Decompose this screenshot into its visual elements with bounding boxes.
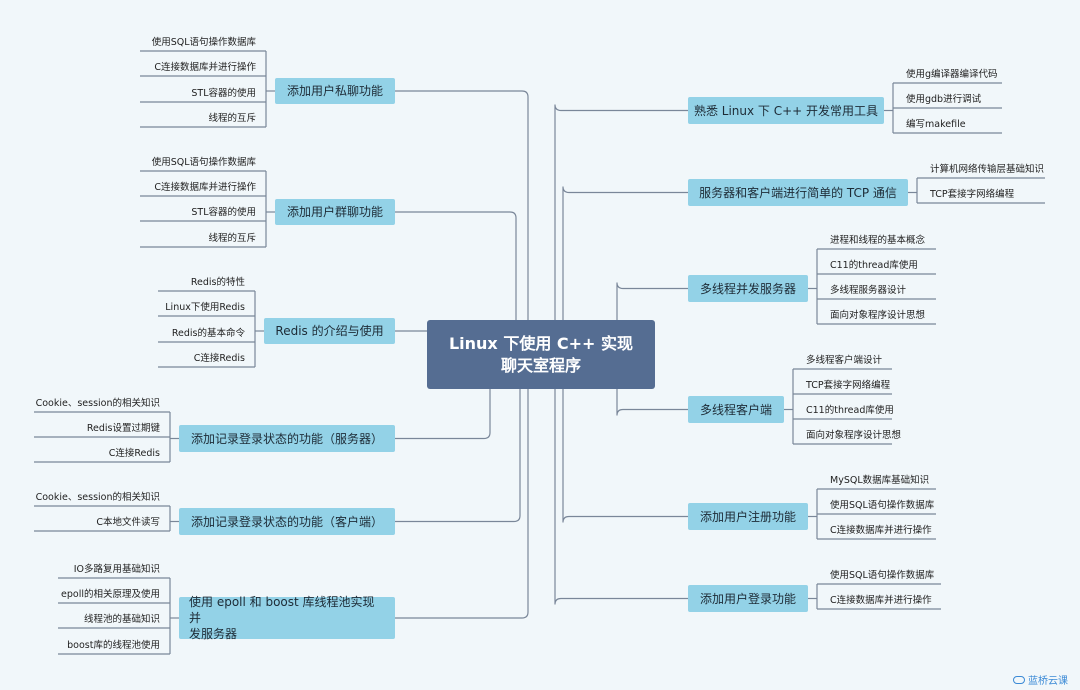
right-topic-5-leaf-0: 使用SQL语句操作数据库 bbox=[830, 570, 935, 581]
left-topic-5[interactable]: 使用 epoll 和 boost 库线程池实现并发服务器 bbox=[179, 595, 395, 641]
right-topic-0-leaf-2: 编写makefile bbox=[906, 119, 966, 130]
left-topic-2-leaf-2: Redis的基本命令 bbox=[171, 328, 245, 339]
root-title-line-1: Linux 下使用 C++ 实现 bbox=[448, 333, 634, 353]
left-topic-1-leaf-1: C连接数据库并进行操作 bbox=[154, 182, 256, 193]
right-topic-2-leaf-0: 进程和线程的基本概念 bbox=[830, 235, 926, 246]
right-topic-5[interactable]: 添加用户登录功能 bbox=[688, 585, 808, 612]
right-topic-2[interactable]: 多线程并发服务器 bbox=[688, 275, 808, 302]
left-topic-5-connector bbox=[395, 383, 529, 619]
left-topic-0-leaf-2: STL容器的使用 bbox=[191, 88, 256, 99]
right-topic-0-label: 熟悉 Linux 下 C++ 开发常用工具 bbox=[693, 103, 879, 118]
left-topic-1-leaf-0: 使用SQL语句操作数据库 bbox=[151, 157, 256, 168]
right-topic-1-leaf-1: TCP套接字网络编程 bbox=[930, 189, 1015, 200]
left-topic-3-leaf-0: Cookie、session的相关知识 bbox=[35, 398, 160, 409]
left-topic-4-connector bbox=[395, 372, 521, 523]
right-topic-3[interactable]: 多线程客户端 bbox=[688, 396, 784, 423]
left-topic-5-leaf-3: boost库的线程池使用 bbox=[67, 640, 160, 651]
left-topic-5-label-line-1: 发服务器 bbox=[189, 627, 238, 641]
right-topic-4-leaf-2: C连接数据库并进行操作 bbox=[830, 525, 932, 536]
right-topic-3-leaf-1: TCP套接字网络编程 bbox=[806, 380, 891, 391]
left-topic-1-label: 添加用户群聊功能 bbox=[286, 205, 383, 219]
right-topic-2-leaf-3: 面向对象程序设计思想 bbox=[830, 310, 926, 321]
right-topic-5-leaf-1: C连接数据库并进行操作 bbox=[830, 595, 932, 606]
left-topic-1-leaf-2: STL容器的使用 bbox=[191, 207, 256, 218]
right-topic-5-connector bbox=[554, 382, 688, 605]
left-topic-3-leaf-1: Redis设置过期键 bbox=[86, 423, 160, 434]
left-topic-0[interactable]: 添加用户私聊功能 bbox=[275, 78, 395, 104]
right-topic-3-leaf-0: 多线程客户端设计 bbox=[806, 355, 883, 366]
left-topic-4-leaf-0: Cookie、session的相关知识 bbox=[35, 492, 160, 503]
right-topic-4-leaf-1: 使用SQL语句操作数据库 bbox=[830, 500, 935, 511]
right-topic-0[interactable]: 熟悉 Linux 下 C++ 开发常用工具 bbox=[688, 97, 884, 124]
left-topic-5-leaf-1: epoll的相关原理及使用 bbox=[61, 589, 160, 600]
left-topic-0-label: 添加用户私聊功能 bbox=[286, 84, 383, 98]
right-topic-2-label: 多线程并发服务器 bbox=[699, 281, 796, 296]
left-topic-3[interactable]: 添加记录登录状态的功能（服务器） bbox=[179, 425, 395, 452]
left-topic-0-leaf-1: C连接数据库并进行操作 bbox=[154, 62, 256, 73]
right-topic-1-connector bbox=[562, 186, 688, 340]
right-topic-0-connector bbox=[554, 104, 688, 329]
right-topic-3-leaf-2: C11的thread库使用 bbox=[806, 405, 894, 416]
left-topic-0-connector bbox=[395, 90, 529, 328]
right-topic-2-leaf-2: 多线程服务器设计 bbox=[830, 285, 907, 296]
left-topic-1-leaf-3: 线程的互斥 bbox=[208, 233, 256, 244]
right-topic-0-leaf-1: 使用gdb进行调试 bbox=[906, 94, 982, 105]
left-topic-2-label: Redis 的介绍与使用 bbox=[275, 324, 384, 338]
right-topic-1[interactable]: 服务器和客户端进行简单的 TCP 通信 bbox=[688, 179, 908, 206]
cloud-icon bbox=[1013, 675, 1025, 684]
left-topic-2[interactable]: Redis 的介绍与使用 bbox=[264, 318, 395, 344]
brand-watermark: 蓝桥云课 bbox=[1013, 672, 1068, 687]
root-topic[interactable]: Linux 下使用 C++ 实现 聊天室程序 bbox=[427, 320, 655, 389]
left-topic-4-label: 添加记录登录状态的功能（客户端） bbox=[190, 514, 383, 529]
right-topic-2-leaf-1: C11的thread库使用 bbox=[830, 260, 918, 271]
left-topic-2-leaf-1: Linux下使用Redis bbox=[165, 302, 245, 313]
left-topic-3-label: 添加记录登录状态的功能（服务器） bbox=[190, 431, 383, 446]
left-topic-4[interactable]: 添加记录登录状态的功能（客户端） bbox=[179, 508, 395, 535]
left-topic-3-leaf-2: C连接Redis bbox=[108, 448, 160, 459]
left-topic-1-connector bbox=[395, 211, 517, 339]
right-topic-5-label: 添加用户登录功能 bbox=[699, 591, 796, 606]
left-topic-5-leaf-0: IO多路复用基础知识 bbox=[73, 564, 160, 575]
right-topic-0-leaf-0: 使用g编译器编译代码 bbox=[906, 69, 998, 80]
right-topic-3-leaf-3: 面向对象程序设计思想 bbox=[806, 430, 902, 441]
left-topic-5-label-line-0: 使用 epoll 和 boost 库线程池实现并 bbox=[189, 595, 375, 625]
left-topic-4-leaf-1: C本地文件读写 bbox=[96, 517, 160, 528]
left-topic-1[interactable]: 添加用户群聊功能 bbox=[275, 199, 395, 225]
right-topic-3-label: 多线程客户端 bbox=[699, 402, 772, 417]
right-topic-1-leaf-0: 计算机网络传输层基础知识 bbox=[930, 164, 1045, 175]
right-topic-3-connector bbox=[616, 360, 688, 416]
left-topic-2-leaf-3: C连接Redis bbox=[193, 353, 245, 364]
brand-text: 蓝桥云课 bbox=[1028, 676, 1068, 687]
right-topic-4-connector bbox=[562, 371, 688, 523]
left-topic-0-leaf-3: 线程的互斥 bbox=[208, 113, 256, 124]
right-topic-2-connector bbox=[616, 282, 688, 351]
root-title-line-2: 聊天室程序 bbox=[500, 355, 581, 375]
left-topic-2-leaf-0: Redis的特性 bbox=[190, 277, 245, 288]
left-topic-3-connector bbox=[395, 361, 491, 440]
right-topic-4-leaf-0: MySQL数据库基础知识 bbox=[830, 475, 930, 486]
left-topic-0-leaf-0: 使用SQL语句操作数据库 bbox=[151, 37, 256, 48]
right-topic-1-label: 服务器和客户端进行简单的 TCP 通信 bbox=[699, 185, 897, 200]
right-topic-4-label: 添加用户注册功能 bbox=[699, 509, 796, 524]
right-topic-4[interactable]: 添加用户注册功能 bbox=[688, 503, 808, 530]
left-topic-5-leaf-2: 线程池的基础知识 bbox=[83, 614, 160, 625]
